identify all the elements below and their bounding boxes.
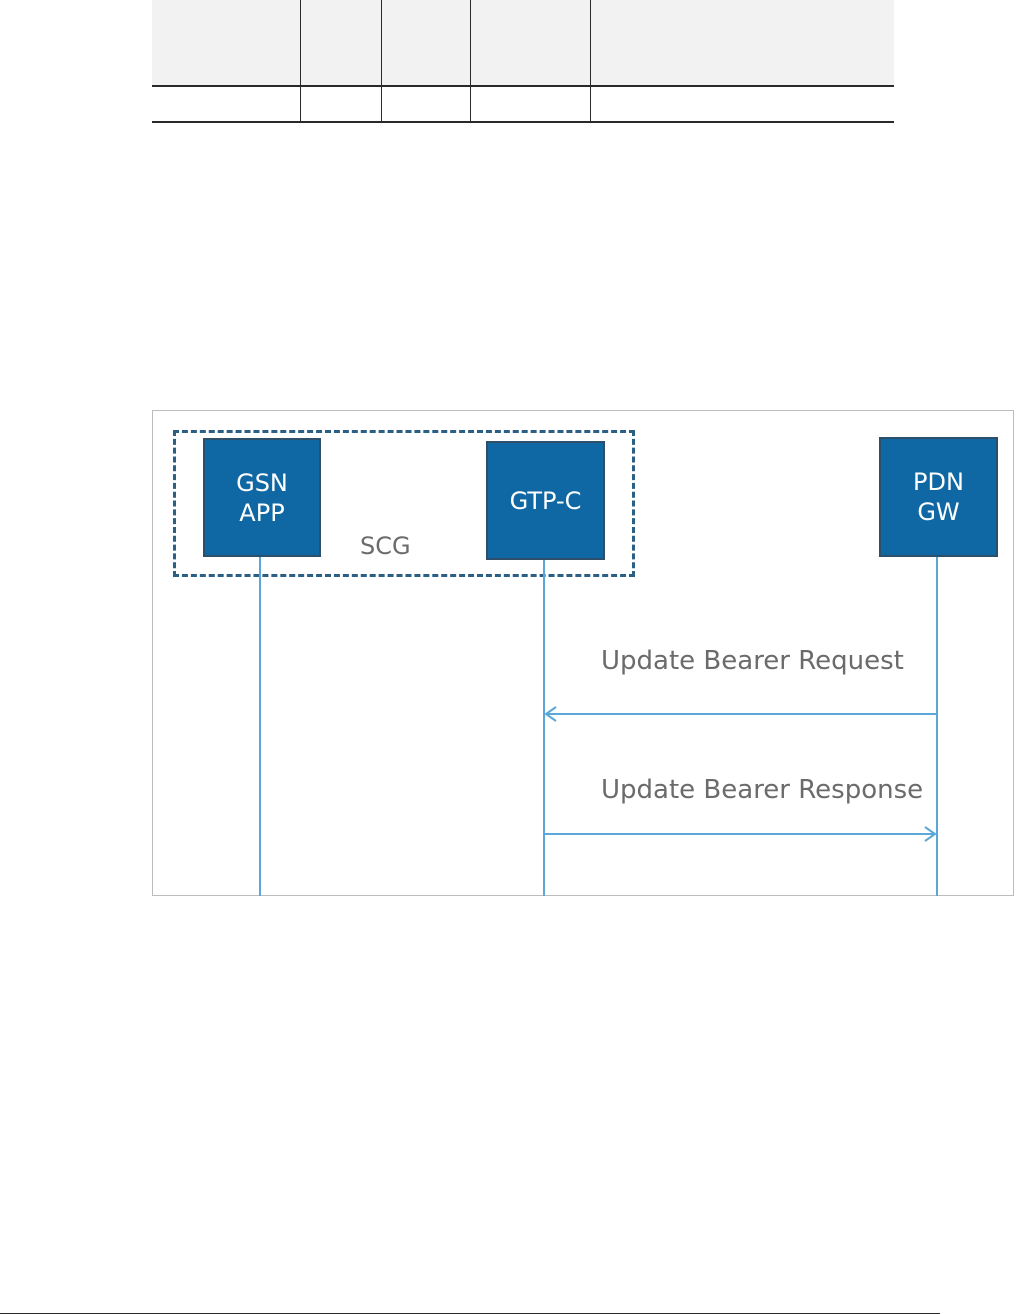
node-gsn-app: GSN APP: [203, 438, 321, 557]
scg-group-box: [173, 430, 635, 577]
table-header-rule: [152, 85, 894, 87]
table-column-divider: [381, 0, 382, 122]
lifeline-pdn-gw: [936, 557, 938, 896]
message-label-response: Update Bearer Response: [601, 775, 924, 805]
scg-group-label: SCG: [360, 532, 411, 560]
node-gtp-c: GTP-C: [486, 441, 605, 560]
lifeline-gtp-c: [543, 560, 545, 896]
node-pdn-gw: PDN GW: [879, 437, 998, 557]
message-label-request: Update Bearer Request: [601, 646, 904, 676]
table-fragment: [152, 0, 894, 124]
lifeline-gsn-app: [259, 557, 261, 896]
table-column-divider: [590, 0, 591, 122]
table-header-row: [152, 0, 894, 85]
table-bottom-rule: [152, 121, 894, 123]
table-column-divider: [300, 0, 301, 122]
table-column-divider: [470, 0, 471, 122]
